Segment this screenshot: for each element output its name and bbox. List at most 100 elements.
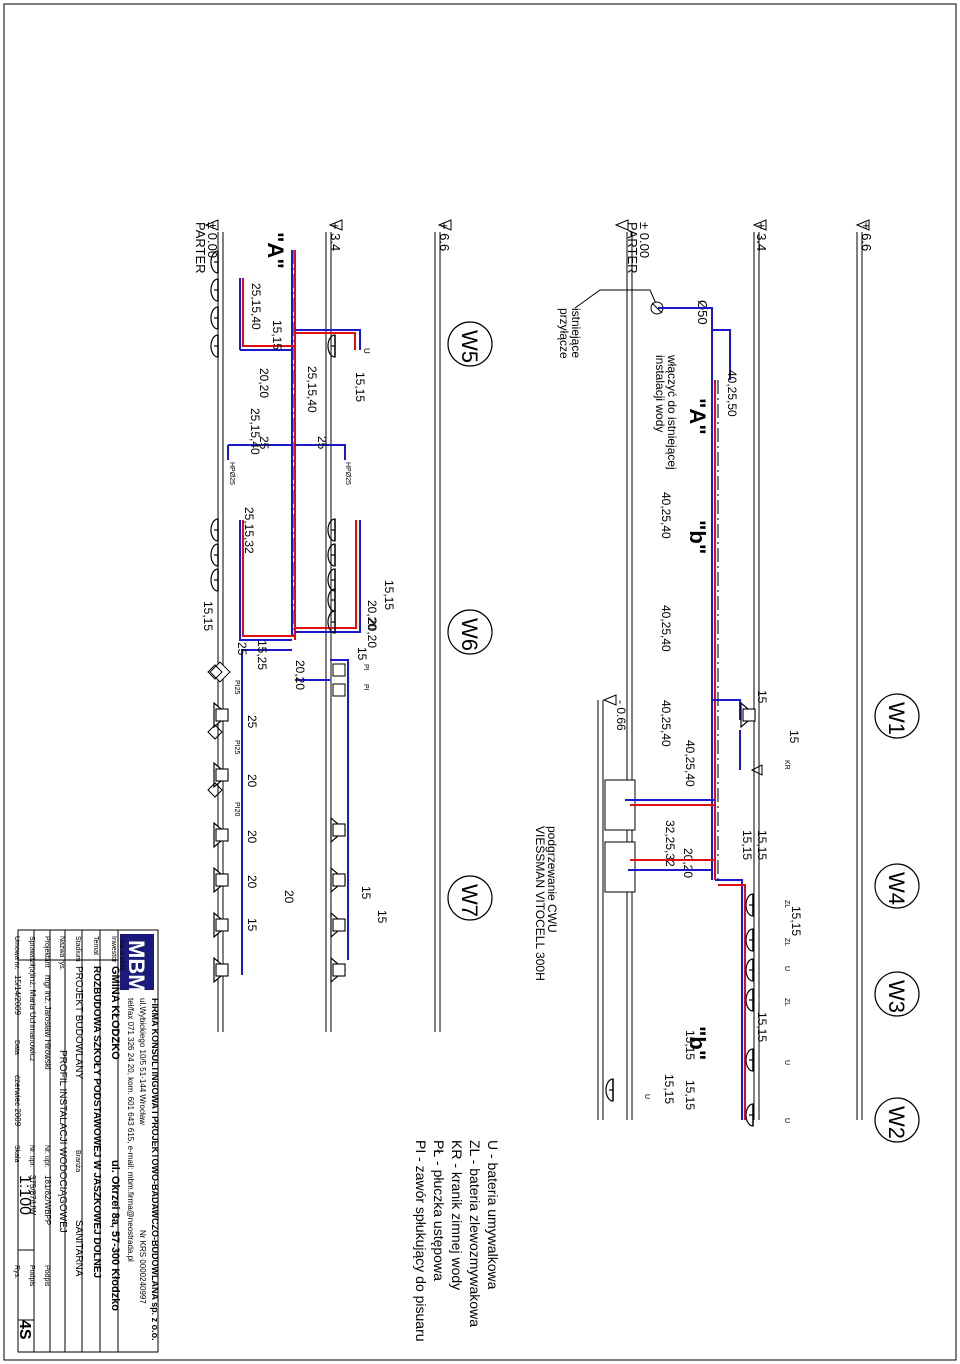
diagram-label: U bbox=[643, 1094, 650, 1099]
diagram-label: W1 bbox=[884, 702, 909, 735]
diameter-label: Ø50 bbox=[695, 300, 710, 325]
diagram-label: Stadium bbox=[74, 936, 81, 962]
diagram-label: - 0.66 bbox=[614, 700, 628, 731]
diagram-label: Nr. upr. bbox=[43, 1145, 50, 1168]
diagram-label: 15 bbox=[787, 730, 801, 744]
diagram-label: 15,15 bbox=[683, 1080, 697, 1110]
zone-w2: W2 bbox=[874, 1097, 920, 1143]
diagram-label: "b" bbox=[685, 520, 710, 554]
level-66-label: + 6.6 bbox=[437, 222, 452, 251]
diagram-label: W7 bbox=[457, 884, 482, 917]
diagram-label: 15,15 bbox=[755, 1012, 769, 1042]
diagram-label: 15,15 bbox=[755, 830, 769, 860]
level-parter-label: PARTER bbox=[193, 222, 208, 274]
level-marker-34-lower: + 3.4 bbox=[328, 219, 343, 251]
diagram-label: 15,15 bbox=[740, 830, 754, 860]
diagram-label: 20,20 bbox=[365, 618, 379, 648]
diagram-label: + 6.6 bbox=[859, 222, 874, 251]
diagram-label: 40,25,40 bbox=[659, 700, 673, 747]
diagram-label: 25 bbox=[245, 715, 259, 729]
diagram-label: 15,25 bbox=[255, 640, 269, 670]
diagram-label: Podpis bbox=[28, 1265, 35, 1287]
diagram-label: 15,15 bbox=[789, 906, 803, 936]
diagram-label: Projektant bbox=[43, 936, 50, 968]
diagram-label: 25,15,32 bbox=[242, 507, 256, 554]
diagram-label: W5 bbox=[457, 330, 482, 363]
company-contact: tel/fax 071 326 24 20, kom. 601 643 615,… bbox=[126, 998, 135, 1262]
diagram-label: 15,15 bbox=[683, 1030, 697, 1060]
zone-w3: W3 bbox=[874, 971, 920, 1017]
designer: mgr inż. Jarosław Hirowski bbox=[43, 975, 52, 1070]
diagram-label: Sprawdził(a) bbox=[28, 936, 35, 975]
checker: inż. Maria Uchmanowicz bbox=[28, 975, 37, 1062]
company-address: ul.Wybickiego 10/5 51-144 Wrocław bbox=[138, 998, 147, 1125]
diagram-label: 20 bbox=[245, 875, 259, 889]
checker-permit: 375/87/UW bbox=[28, 1175, 37, 1215]
diagram-label: KR bbox=[783, 760, 790, 770]
legend-item-zl: ZL - bateria zlewozmywakowa bbox=[467, 1140, 483, 1327]
diagram-label: PARTER bbox=[625, 222, 640, 274]
level-marker-66-upper: + 6.6 bbox=[855, 219, 874, 251]
section-a-lower: "A" bbox=[263, 232, 288, 269]
diagram-label: 40,25,40 bbox=[659, 492, 673, 539]
diagram-label: U bbox=[783, 1060, 790, 1065]
diagram-label: 20 bbox=[245, 830, 259, 844]
diagram-label: 40,25,50 bbox=[725, 370, 739, 417]
diagram-label: 40,25,40 bbox=[659, 605, 673, 652]
date: czerwiec 2009 bbox=[13, 1075, 22, 1127]
connect-existing-note-1: włączyć do istniejącej bbox=[665, 354, 679, 470]
scale: 1:100 bbox=[16, 1175, 33, 1215]
stage: PROJEKT BUDOWLANY bbox=[73, 966, 84, 1079]
topic: ROZBUDOWA SZKOŁY PODSTAWOWEJ W JASZKOWEJ… bbox=[91, 966, 102, 1278]
diagram-label: Rys. bbox=[13, 1265, 20, 1279]
diagram-label: 15 bbox=[245, 918, 259, 932]
diagram-label: ZL bbox=[783, 938, 790, 946]
level-marker-66-lower: + 6.6 bbox=[437, 219, 452, 251]
upper-diagram: ± 0.00 PARTER + 3.4 + 6.6 - 0.66 W1 W4 W… bbox=[533, 219, 920, 1143]
diagram-label: 15 bbox=[375, 910, 389, 924]
diagram-label: Data bbox=[13, 1040, 20, 1055]
diagram-label: Inwestor bbox=[110, 936, 117, 963]
diagram-label: 20,20 bbox=[365, 600, 379, 630]
diagram-label: PI25 bbox=[233, 740, 240, 755]
zone-w5: W5 bbox=[447, 321, 493, 367]
legend: U - bateria umywalkowa ZL - bateria zlew… bbox=[413, 1140, 501, 1342]
diagram-label: Umowa nr. bbox=[13, 936, 20, 970]
diagram-label: ± 0.00 bbox=[637, 222, 652, 258]
diagram-label: U bbox=[783, 1118, 790, 1123]
heater-note-1: podgrzewanie CWU bbox=[545, 826, 559, 933]
level-marker-m066: - 0.66 bbox=[602, 694, 628, 731]
legend-item-u: U - bateria umywalkowa bbox=[485, 1140, 501, 1290]
diagram-label: 25 bbox=[235, 642, 249, 656]
diagram-label: W3 bbox=[884, 980, 909, 1013]
investor-address: ul. Okrzei 8a, 57-300 Kłodzko bbox=[109, 1160, 121, 1311]
diagram-label: Branża bbox=[74, 1150, 81, 1172]
diagram-label: 32,25,32 bbox=[663, 820, 677, 867]
legend-item-pi: PI - zawór spłukujący do pisuaru bbox=[413, 1140, 429, 1342]
diagram-label: 40,25,40 bbox=[683, 740, 697, 787]
branch: SANITARNA bbox=[73, 1220, 84, 1277]
zone-w7: W7 bbox=[447, 875, 493, 921]
level-34-label: + 3.4 bbox=[328, 222, 343, 251]
diagram-label: 20 bbox=[282, 890, 296, 904]
diagram-label: Podpis bbox=[43, 1265, 50, 1287]
diagram-label: 15,15 bbox=[353, 372, 367, 402]
sheet-number: 4S bbox=[16, 1320, 33, 1340]
company-name: FIRMA KONSULTINGOWA I PROJEKTOWO-BADAWCZ… bbox=[150, 998, 160, 1341]
level-marker-parter-upper: ± 0.00 PARTER bbox=[614, 219, 652, 274]
contract-number: 15/14/2009 bbox=[13, 975, 22, 1016]
diagram-label: 15,15 bbox=[201, 601, 215, 631]
diagram-label: "A" bbox=[685, 398, 710, 435]
level-zero-label: ± 0.00 bbox=[205, 222, 220, 258]
zone-w6: W6 bbox=[447, 609, 493, 655]
diagram-label: 25 bbox=[315, 436, 329, 450]
diagram-label: 20,20 bbox=[681, 848, 695, 878]
diagram-label: ZL bbox=[783, 900, 790, 908]
diagram-label: 15 bbox=[755, 690, 769, 704]
logo-subtitle: zał. w 1993 bbox=[118, 940, 124, 971]
diagram-label: "b" bbox=[685, 1026, 710, 1060]
diagram-label: Nazwa rys. bbox=[58, 936, 65, 971]
company-logo: MBM bbox=[124, 940, 149, 993]
diagram-label: Temat bbox=[92, 936, 99, 955]
diagram-label: 25,15,40 bbox=[248, 408, 262, 455]
